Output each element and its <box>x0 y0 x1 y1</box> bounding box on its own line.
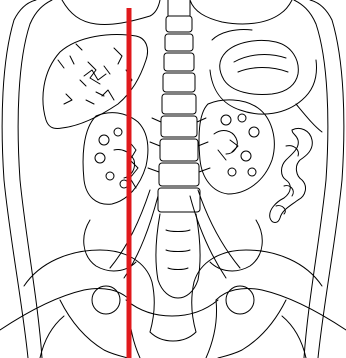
iliac-bones <box>24 214 322 341</box>
liver <box>43 35 148 129</box>
bowel <box>270 128 313 222</box>
spleen <box>220 40 299 94</box>
spine <box>148 0 210 212</box>
right-kidney <box>83 113 148 205</box>
